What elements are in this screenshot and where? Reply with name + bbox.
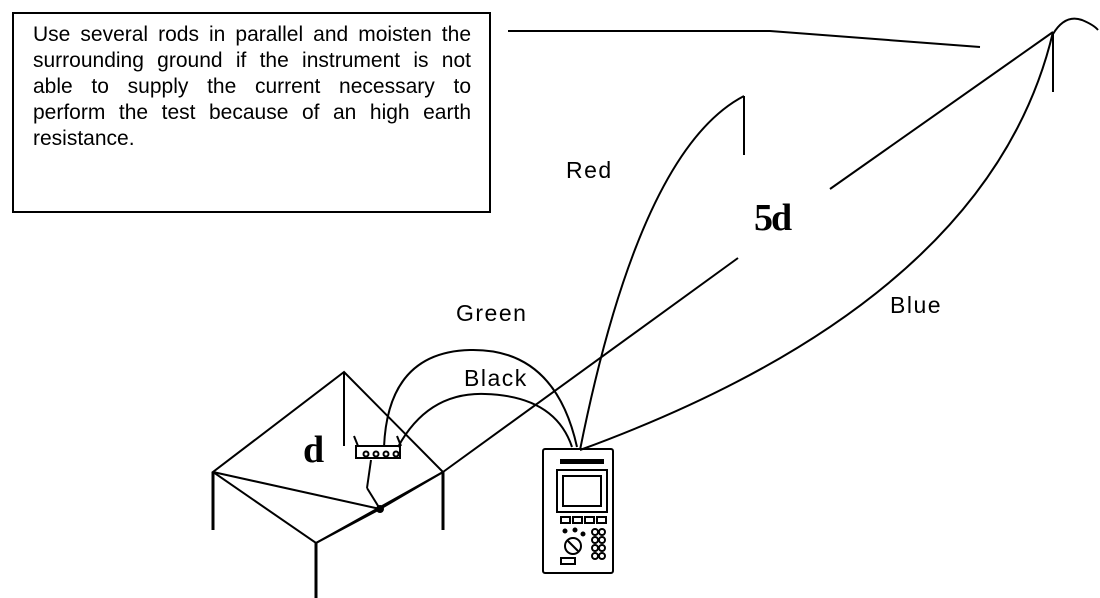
green-cable-label: Green	[456, 300, 528, 326]
red-cable-label: Red	[566, 157, 613, 183]
green-cable	[383, 348, 578, 448]
callout-leader-line	[508, 30, 981, 48]
distance-label-5d: 5d	[754, 197, 792, 239]
distance-line-5d-upper	[829, 31, 1054, 190]
instrument-icon	[542, 448, 614, 574]
grid-legs	[211, 472, 445, 598]
earth-grid	[211, 370, 445, 545]
instruction-note: Use several rods in parallel and moisten…	[12, 12, 491, 213]
black-cable-label: Black	[464, 365, 528, 391]
blue-cable-label: Blue	[890, 292, 943, 318]
blue-cable	[579, 31, 1054, 451]
red-cable	[579, 95, 745, 451]
far-probe-hook	[1052, 17, 1099, 35]
distance-line-5d-lower	[442, 257, 739, 473]
connector-block	[353, 435, 402, 459]
black-cable	[397, 392, 573, 448]
distance-label-d: d	[303, 429, 324, 471]
instruction-note-text: Use several rods in parallel and moisten…	[33, 23, 471, 150]
